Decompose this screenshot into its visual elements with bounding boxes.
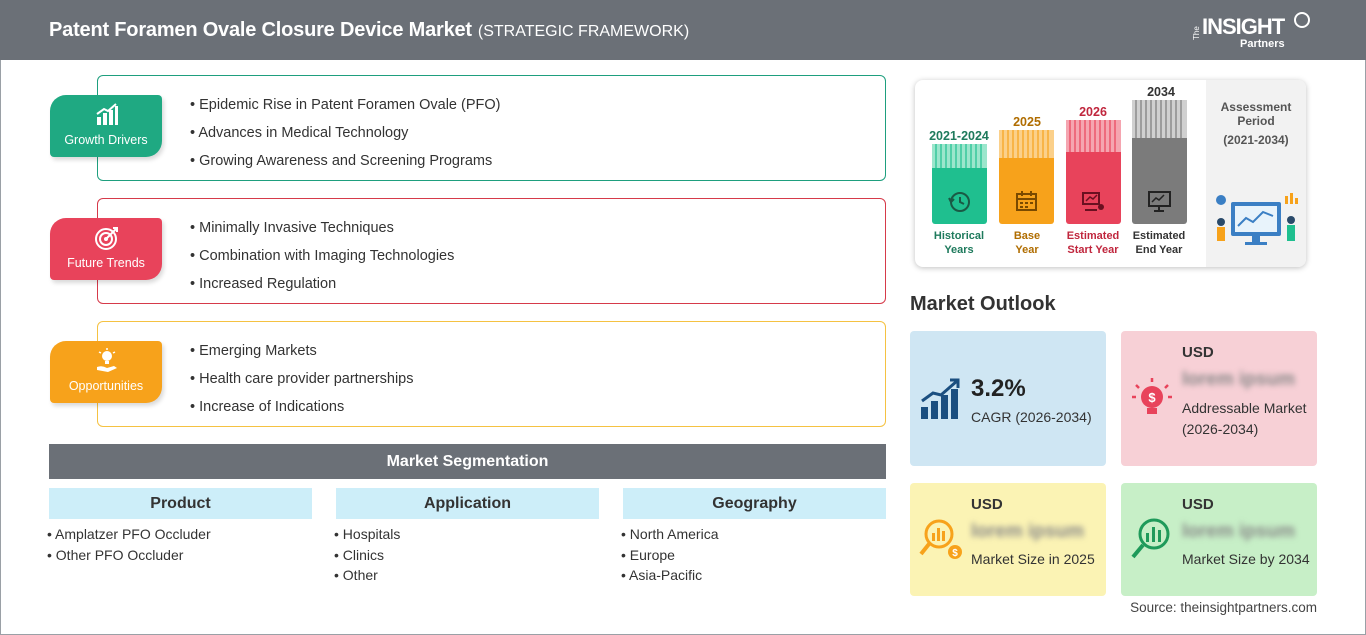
timeline-label-end: EstimatedEnd Year bbox=[1119, 229, 1199, 257]
assessment-period-panel: Assessment Period (2021-2034) bbox=[1206, 80, 1306, 267]
growth-drivers-list: • Epidemic Rise in Patent Foramen Ovale … bbox=[190, 96, 501, 180]
magnifier-coin-icon: $ bbox=[919, 516, 963, 560]
growth-drivers-label: Growth Drivers bbox=[50, 133, 162, 147]
addressable-label: Addressable Market (2026-2034) bbox=[1182, 398, 1312, 439]
timeline-card: 2021-2024 HistoricalYears 2025 bbox=[915, 80, 1306, 267]
list-item: • Emerging Markets bbox=[190, 342, 414, 370]
timeline-bar-historical bbox=[932, 144, 987, 224]
growth-chart-icon bbox=[919, 377, 963, 421]
header-bar: Patent Foramen Ovale Closure Device Mark… bbox=[0, 0, 1366, 60]
market-outlook-title: Market Outlook bbox=[910, 293, 1056, 316]
market-size-2025-usd: USD bbox=[971, 496, 1003, 513]
bar-stripes bbox=[1066, 120, 1121, 152]
list-item: • Increased Regulation bbox=[190, 275, 454, 303]
analyst-dashboard-icon bbox=[1211, 192, 1301, 254]
bar-stripes bbox=[1132, 100, 1187, 138]
list-item: • Increase of Indications bbox=[190, 398, 414, 426]
growth-drivers-badge: Growth Drivers bbox=[50, 95, 162, 157]
logo-partners: Partners bbox=[1240, 38, 1285, 50]
cagr-value: 3.2% bbox=[971, 375, 1026, 403]
list-item: • Combination with Imaging Technologies bbox=[190, 247, 454, 275]
cagr-card: 3.2% CAGR (2026-2034) bbox=[910, 331, 1106, 466]
assessment-period: (2021-2034) bbox=[1206, 133, 1306, 147]
page-title: Patent Foramen Ovale Closure Device Mark… bbox=[49, 19, 689, 42]
timeline-year-end: 2034 bbox=[1121, 85, 1201, 99]
timeline-year-historical: 2021-2024 bbox=[919, 129, 999, 143]
timeline-bar-end bbox=[1132, 100, 1187, 224]
svg-text:$: $ bbox=[1148, 390, 1156, 405]
future-trends-badge: Future Trends bbox=[50, 218, 162, 280]
bar-stripes bbox=[999, 130, 1054, 158]
bar-stripes bbox=[932, 144, 987, 168]
list-item: • Health care provider partnerships bbox=[190, 370, 414, 398]
market-size-2034-usd: USD bbox=[1182, 496, 1214, 513]
title-text: Patent Foramen Ovale Closure Device Mark… bbox=[49, 19, 472, 41]
lightbulb-hand-icon bbox=[94, 348, 120, 374]
market-size-2034-label: Market Size by 2034 bbox=[1182, 549, 1312, 570]
page-subtitle: (STRATEGIC FRAMEWORK) bbox=[478, 23, 689, 40]
source-credit: Source: theinsightpartners.com bbox=[1130, 600, 1317, 615]
segment-heading-application: Application bbox=[336, 488, 599, 519]
opportunities-label: Opportunities bbox=[50, 379, 162, 393]
calendar-icon bbox=[1013, 188, 1040, 215]
timeline-bar-start bbox=[1066, 120, 1121, 224]
list-item: • Epidemic Rise in Patent Foramen Ovale … bbox=[190, 96, 501, 124]
list-item: • Minimally Invasive Techniques bbox=[190, 219, 454, 247]
logo-insight: INSIGHT bbox=[1202, 14, 1284, 40]
opportunities-badge: Opportunities bbox=[50, 341, 162, 403]
list-item: • Asia-Pacific bbox=[621, 566, 719, 587]
addressable-value-blurred: lorem ipsum bbox=[1182, 369, 1295, 391]
market-size-2034-value-blurred: lorem ipsum bbox=[1182, 521, 1295, 543]
segment-list-geography: • North America • Europe • Asia-Pacific bbox=[621, 525, 719, 587]
list-item: • Europe bbox=[621, 546, 719, 567]
svg-text:$: $ bbox=[952, 548, 958, 559]
history-icon bbox=[946, 188, 973, 215]
market-size-2025-value-blurred: lorem ipsum bbox=[971, 521, 1084, 543]
insight-partners-logo[interactable]: The INSIGHT Partners bbox=[1192, 10, 1312, 54]
market-size-2025-label: Market Size in 2025 bbox=[971, 549, 1101, 570]
logo-bulb-icon bbox=[1294, 12, 1310, 28]
list-item: • Hospitals bbox=[334, 525, 400, 546]
segment-heading-geography: Geography bbox=[623, 488, 886, 519]
assessment-title: Assessment Period bbox=[1206, 100, 1306, 128]
opportunities-list: • Emerging Markets • Health care provide… bbox=[190, 342, 414, 426]
market-segmentation-bar: Market Segmentation bbox=[49, 444, 886, 479]
logo-the: The bbox=[1192, 26, 1201, 40]
addressable-usd: USD bbox=[1182, 344, 1214, 361]
future-trends-list: • Minimally Invasive Techniques • Combin… bbox=[190, 219, 454, 303]
addressable-market-card: $ USD lorem ipsum Addressable Market (20… bbox=[1121, 331, 1317, 466]
list-item: • Other bbox=[334, 566, 400, 587]
segment-list-application: • Hospitals • Clinics • Other bbox=[334, 525, 400, 587]
target-icon bbox=[94, 225, 120, 251]
bar-chart-growth-icon bbox=[94, 102, 120, 128]
market-size-2034-card: USD lorem ipsum Market Size by 2034 bbox=[1121, 483, 1317, 596]
list-item: • North America bbox=[621, 525, 719, 546]
timeline-year-start: 2026 bbox=[1053, 105, 1133, 119]
list-item: • Amplatzer PFO Occluder bbox=[47, 525, 211, 546]
cagr-label: CAGR (2026-2034) bbox=[971, 407, 1101, 428]
list-item: • Clinics bbox=[334, 546, 400, 567]
segment-list-product: • Amplatzer PFO Occluder • Other PFO Occ… bbox=[47, 525, 211, 566]
timeline-bar-base bbox=[999, 130, 1054, 224]
list-item: • Growing Awareness and Screening Progra… bbox=[190, 152, 501, 180]
presentation-chart-icon bbox=[1080, 188, 1107, 215]
money-lightbulb-icon: $ bbox=[1130, 377, 1174, 421]
market-size-2025-card: $ USD lorem ipsum Market Size in 2025 bbox=[910, 483, 1106, 596]
segment-heading-product: Product bbox=[49, 488, 312, 519]
monitor-chart-icon bbox=[1146, 188, 1173, 215]
list-item: • Other PFO Occluder bbox=[47, 546, 211, 567]
magnifier-chart-icon bbox=[1130, 516, 1174, 560]
future-trends-label: Future Trends bbox=[50, 256, 162, 270]
list-item: • Advances in Medical Technology bbox=[190, 124, 501, 152]
